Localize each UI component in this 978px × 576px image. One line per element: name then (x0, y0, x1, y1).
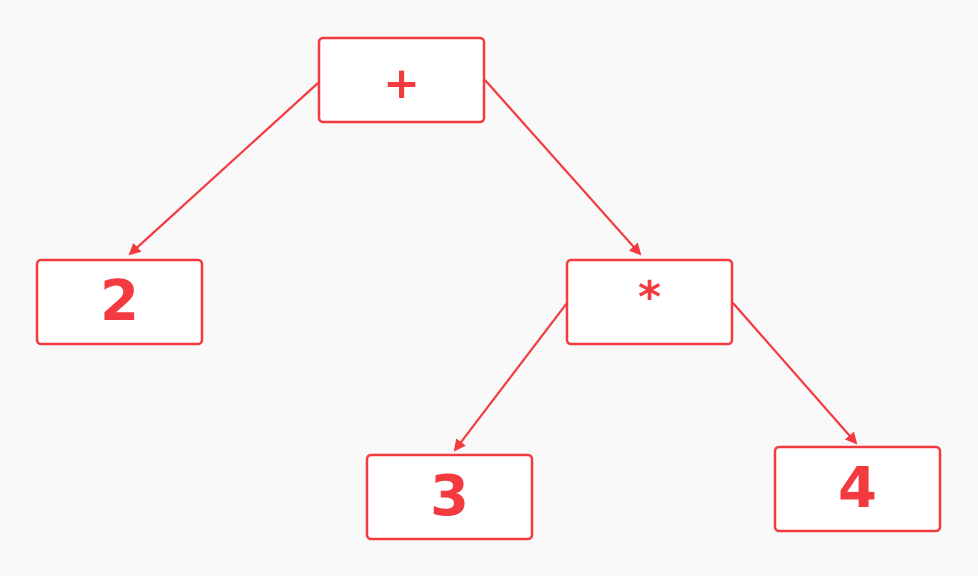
node-four: 4 (773, 445, 942, 533)
node-two: 2 (35, 258, 204, 346)
node-label: + (383, 58, 420, 109)
node-label: * (638, 272, 661, 323)
edge-times-to-three (453, 302, 568, 452)
edge-plus-to-times (484, 79, 642, 256)
node-label: 2 (100, 269, 139, 334)
node-three: 3 (365, 453, 534, 541)
edge-plus-to-two (128, 82, 319, 256)
edge-times-to-four (732, 302, 858, 445)
node-label: 3 (430, 464, 469, 529)
node-times: * (565, 258, 734, 346)
node-label: 4 (838, 456, 877, 521)
edges (128, 79, 858, 452)
node-plus: + (317, 36, 486, 124)
